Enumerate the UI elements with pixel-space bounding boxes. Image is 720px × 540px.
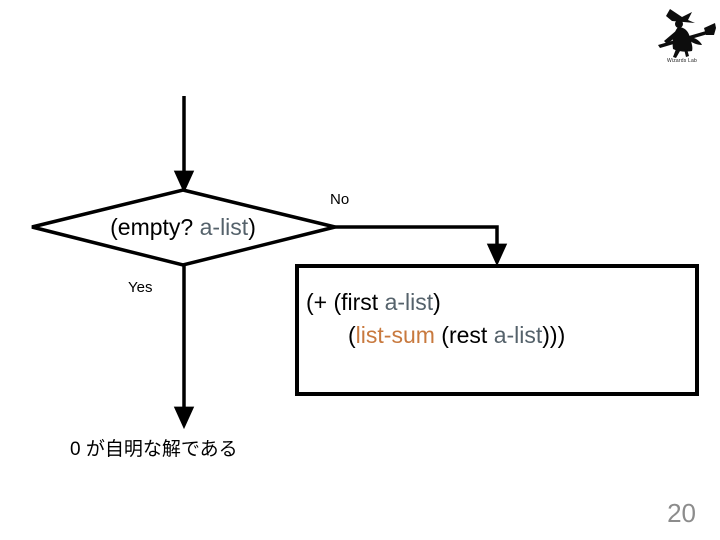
code-line2-function: list-sum xyxy=(355,322,435,348)
code-line1-variable: a-list xyxy=(384,289,434,315)
process-box xyxy=(295,264,699,396)
code-line2-variable: a-list xyxy=(493,322,543,348)
code-line1-prefix: (+ (first xyxy=(306,289,385,315)
decision-text-variable: a-list xyxy=(199,214,249,240)
no-branch-connector xyxy=(335,225,508,267)
process-box-code: (+ (first a-list) (list-sum (rest a-list… xyxy=(306,286,688,352)
logo: Wizards Lab xyxy=(648,4,716,76)
page-number: 20 xyxy=(667,498,696,528)
code-line2-close-parens: ))) xyxy=(542,322,566,348)
code-line2-open-paren: ( xyxy=(348,322,356,348)
code-line-1: (+ (first a-list) xyxy=(306,286,688,319)
branch-label-no: No xyxy=(330,191,350,208)
decision-label: (empty? a-list) xyxy=(32,212,334,242)
witch-on-broomstick-logo-icon xyxy=(658,9,716,58)
branch-label-yes: Yes xyxy=(128,279,153,296)
decision-text-suffix: ) xyxy=(248,214,256,240)
terminal-text: 0 が自明な解である xyxy=(70,439,238,460)
code-line1-suffix: ) xyxy=(433,289,441,315)
logo-caption: Wizards Lab xyxy=(667,58,697,64)
code-line-2: (list-sum (rest a-list))) xyxy=(306,319,688,352)
code-line2-mid: (rest xyxy=(434,322,494,348)
decision-text-prefix: (empty? xyxy=(110,214,200,240)
